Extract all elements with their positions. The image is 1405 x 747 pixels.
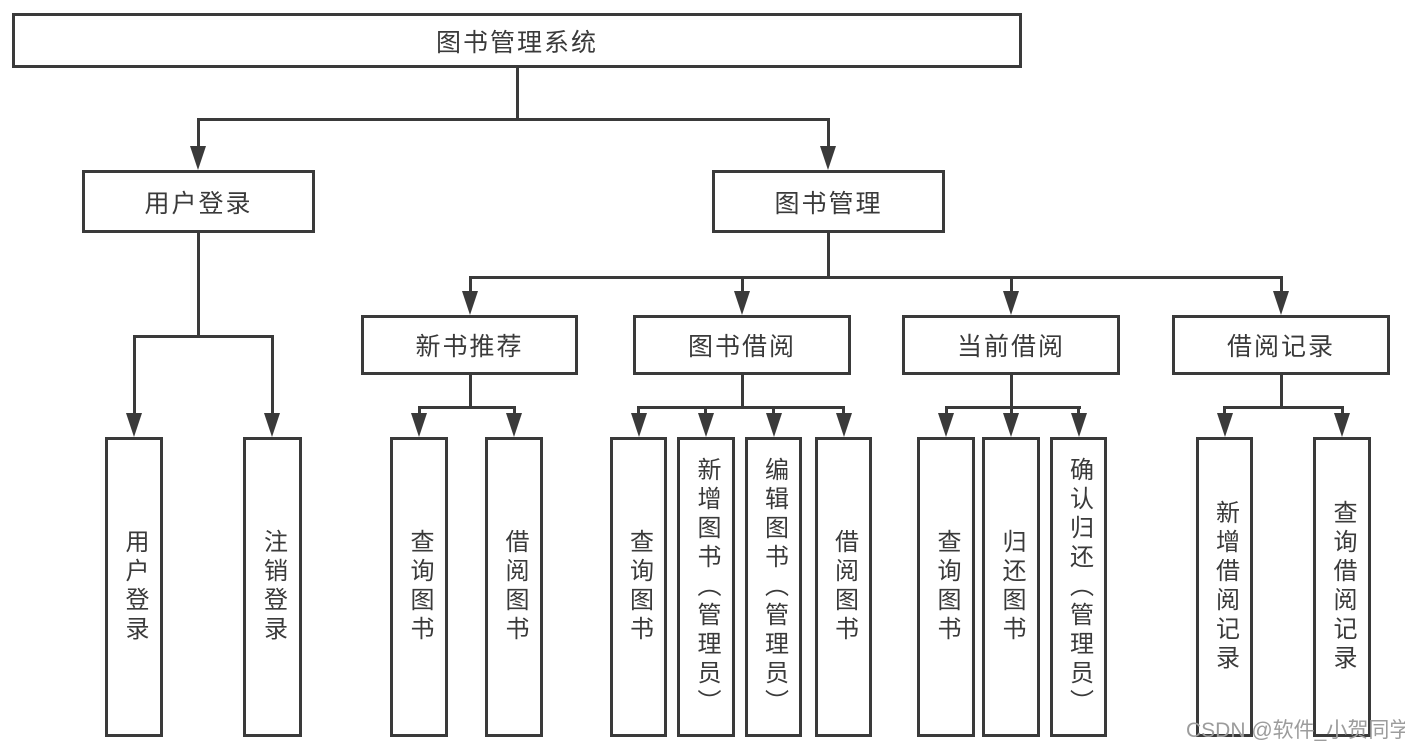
node-leaf-logout: 注销登录 [243, 437, 302, 737]
node-label: 查询图书 [406, 529, 433, 645]
connector-vline [515, 68, 519, 118]
connector-hline [417, 406, 516, 409]
connector-vline [417, 406, 421, 415]
connector-hline [944, 406, 1081, 409]
connector-vline [512, 406, 516, 415]
connector-vline [740, 276, 744, 294]
arrowhead-down-icon [938, 413, 954, 437]
node-label: 注销登录 [259, 529, 287, 645]
node-leaf-borrow-books-recommend: 借阅图书 [485, 437, 543, 737]
connector-vline [704, 406, 707, 415]
arrowhead-down-icon [1003, 291, 1019, 315]
connector-vline [1009, 375, 1013, 406]
node-label: 用户登录 [144, 189, 253, 218]
node-label: 图书管理 [774, 189, 883, 218]
connector-vline [772, 406, 775, 415]
node-leaf-query-borrow-record: 查询借阅记录 [1313, 437, 1371, 737]
connector-vline [1279, 276, 1283, 294]
node-label: 图书借阅 [687, 333, 796, 361]
connector-vline [842, 406, 845, 415]
node-label: 新书推荐 [415, 333, 524, 361]
arrowhead-down-icon [835, 413, 852, 437]
connector-vline [196, 233, 200, 335]
node-leaf-query-books-recommend: 查询图书 [390, 437, 448, 737]
node-label: 查询图书 [625, 529, 653, 645]
node-leaf-add-borrow-record: 新增借阅记录 [1196, 437, 1253, 737]
connector-vline [1340, 406, 1344, 415]
connector-hline [196, 118, 830, 121]
node-label: 用户登录 [121, 529, 148, 645]
connector-vline [196, 118, 200, 148]
connector-vline [1009, 276, 1013, 294]
node-book-management: 图书管理 [712, 170, 945, 233]
connector-vline [944, 406, 948, 415]
node-current-borrowing: 当前借阅 [902, 315, 1120, 375]
node-library-system: 图书管理系统 [12, 13, 1022, 68]
arrowhead-down-icon [734, 291, 750, 315]
arrowhead-down-icon [1216, 413, 1233, 437]
connector-vline [1279, 375, 1283, 406]
node-leaf-query-books-current: 查询图书 [917, 437, 975, 737]
node-book-borrowing: 图书借阅 [633, 315, 851, 375]
node-label: 编辑图书（管理员） [760, 456, 788, 718]
arrowhead-down-icon [411, 413, 427, 437]
node-user-login: 用户登录 [82, 170, 315, 233]
node-leaf-user-login: 用户登录 [105, 437, 163, 737]
connector-hline [468, 276, 1283, 279]
node-leaf-edit-books-admin: 编辑图书（管理员） [745, 437, 802, 737]
connector-hline [132, 335, 274, 338]
node-leaf-query-books-borrowing: 查询图书 [610, 437, 667, 737]
node-borrowing-records: 借阅记录 [1172, 315, 1390, 375]
connector-hline [1223, 406, 1343, 409]
connector-vline [1077, 406, 1080, 415]
connector-vline [826, 118, 830, 148]
connector-vline [468, 375, 472, 406]
node-leaf-confirm-return-admin: 确认归还（管理员） [1050, 437, 1107, 737]
node-new-book-recommend: 新书推荐 [361, 315, 578, 375]
connector-vline [132, 335, 136, 415]
arrowhead-down-icon [1070, 413, 1087, 437]
csdn-watermark: CSDN @软件_小贺同学 [1186, 719, 1405, 742]
node-label: 新增图书（管理员） [693, 456, 720, 718]
node-label: 图书管理系统 [435, 28, 598, 57]
node-label: 借阅图书 [830, 529, 858, 645]
connector-vline [1223, 406, 1226, 415]
arrowhead-down-icon [264, 413, 280, 437]
connector-vline [270, 335, 274, 415]
node-leaf-return-books: 归还图书 [982, 437, 1040, 737]
node-label: 当前借阅 [956, 333, 1065, 361]
arrowhead-down-icon [820, 146, 836, 170]
arrowhead-down-icon [765, 413, 782, 437]
arrowhead-down-icon [697, 413, 714, 437]
node-label: 借阅图书 [501, 529, 528, 645]
node-leaf-borrow-books: 借阅图书 [815, 437, 872, 737]
node-leaf-add-books-admin: 新增图书（管理员） [677, 437, 735, 737]
arrowhead-down-icon [506, 413, 522, 437]
connector-vline [826, 233, 830, 276]
connector-vline [637, 406, 640, 415]
node-label: 借阅记录 [1226, 333, 1335, 361]
node-label: 新增借阅记录 [1211, 500, 1239, 674]
connector-vline [740, 375, 744, 406]
arrowhead-down-icon [630, 413, 647, 437]
node-label: 归还图书 [998, 529, 1025, 645]
connector-vline [468, 276, 472, 294]
arrowhead-down-icon [1273, 291, 1289, 315]
arrowhead-down-icon [1334, 413, 1350, 437]
arrowhead-down-icon [190, 146, 206, 170]
arrowhead-down-icon [1003, 413, 1019, 437]
node-label: 查询图书 [933, 529, 960, 645]
node-label: 查询借阅记录 [1329, 500, 1356, 674]
connector-hline [637, 406, 844, 409]
connector-vline [1009, 406, 1013, 415]
arrowhead-down-icon [462, 291, 478, 315]
node-label: 确认归还（管理员） [1065, 456, 1093, 718]
arrowhead-down-icon [126, 413, 142, 437]
